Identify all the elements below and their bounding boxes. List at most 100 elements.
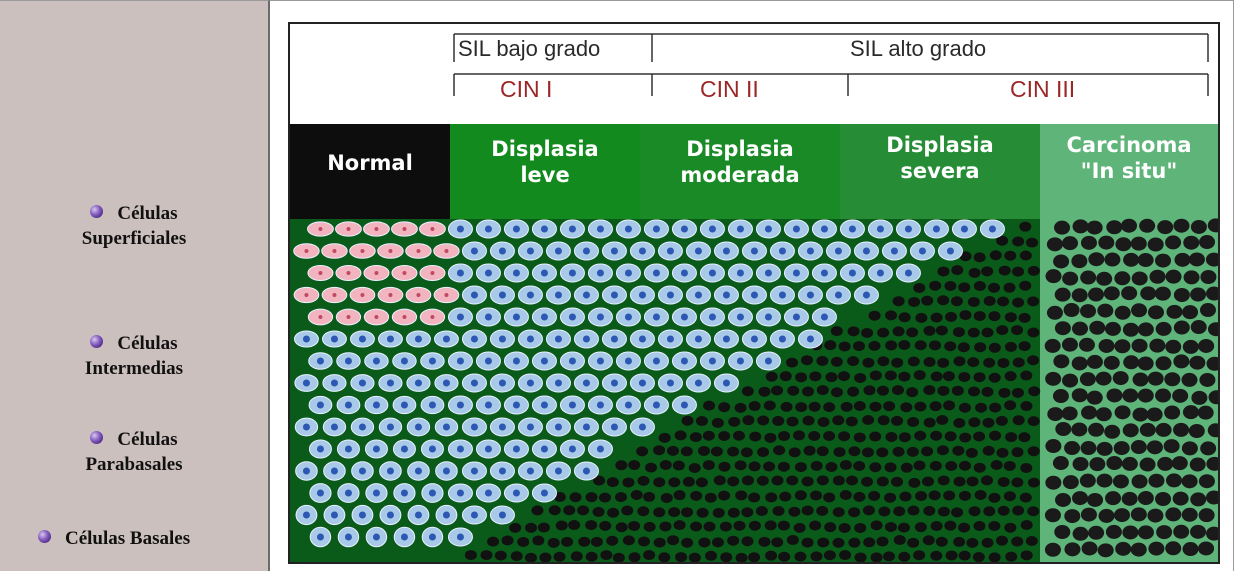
cell-nucleus: [346, 227, 350, 231]
dysplastic-cell: [945, 312, 957, 322]
dysplastic-cell: [690, 432, 702, 442]
dysplastic-cell: [517, 537, 529, 547]
carcinoma-cell: [1183, 405, 1199, 419]
legend-label-line1: Células: [117, 429, 177, 450]
dysplastic-cell: [869, 402, 881, 412]
dysplastic-cell: [786, 358, 798, 368]
cell-nucleus: [709, 270, 716, 277]
dysplastic-cell: [1012, 506, 1024, 516]
dysplastic-cell: [854, 523, 866, 533]
dysplastic-cell: [848, 507, 860, 517]
dysplastic-cell: [915, 340, 927, 350]
cell-nucleus: [457, 270, 464, 277]
dysplastic-cell: [674, 490, 686, 500]
cell-nucleus: [709, 314, 716, 321]
carcinoma-cell: [1097, 442, 1113, 456]
dysplastic-cell: [1005, 552, 1017, 562]
dysplastic-cell: [861, 477, 873, 487]
cell-nucleus: [891, 248, 898, 255]
dysplastic-cell: [855, 552, 867, 562]
dysplastic-cell: [502, 535, 514, 545]
dysplastic-cell: [868, 341, 880, 351]
diagram-graphic: [290, 24, 1218, 562]
dysplastic-cell: [893, 296, 905, 306]
dysplastic-cell: [772, 416, 784, 426]
dysplastic-cell: [981, 475, 993, 485]
dysplastic-cell: [959, 310, 971, 320]
dysplastic-cell: [771, 537, 783, 547]
cell-nucleus: [345, 358, 352, 365]
cell-nucleus: [583, 336, 590, 343]
carcinoma-cell: [1198, 339, 1214, 353]
dysplastic-cell: [954, 477, 966, 487]
dysplastic-cell: [712, 418, 724, 428]
carcinoma-cell: [1199, 508, 1215, 522]
carcinoma-cell: [1088, 288, 1104, 302]
dysplastic-cell: [795, 402, 807, 412]
carcinoma-cell: [1155, 254, 1171, 268]
dysplastic-cell: [749, 461, 761, 471]
dysplastic-cell: [1026, 536, 1038, 546]
dysplastic-cell: [923, 506, 935, 516]
dysplastic-cell: [643, 492, 655, 502]
dysplastic-cell: [968, 297, 980, 307]
dysplastic-cell: [1028, 266, 1040, 276]
carcinoma-cell: [1165, 235, 1181, 249]
dysplastic-cell: [615, 460, 627, 470]
dysplastic-cell: [788, 507, 800, 517]
carcinoma-cell: [1098, 543, 1114, 557]
carcinoma-cell: [1172, 456, 1188, 470]
cell-nucleus: [527, 336, 534, 343]
cell-nucleus: [402, 271, 406, 275]
cell-nucleus: [541, 490, 548, 497]
dysplastic-cell: [885, 340, 897, 350]
carcinoma-cell: [1096, 407, 1112, 421]
dysplastic-cell: [809, 371, 821, 381]
carcinoma-cell: [1131, 303, 1147, 317]
cell-nucleus: [877, 226, 884, 233]
dysplastic-cell: [982, 538, 994, 548]
cell-nucleus: [569, 270, 576, 277]
dysplastic-cell: [997, 358, 1009, 368]
carcinoma-cell: [1148, 542, 1164, 556]
carcinoma-cell: [1131, 543, 1147, 557]
carcinoma-cell: [1165, 340, 1181, 354]
cell-nucleus: [625, 358, 632, 365]
dysplastic-cell: [681, 538, 693, 548]
dysplastic-cell: [861, 328, 873, 338]
cell-nucleus: [430, 315, 434, 319]
carcinoma-cell: [1055, 422, 1071, 436]
dysplastic-cell: [839, 523, 851, 533]
carcinoma-cell: [1047, 407, 1063, 421]
cell-nucleus: [485, 226, 492, 233]
dysplastic-cell: [1013, 357, 1025, 367]
dysplastic-cell: [862, 447, 874, 457]
dysplastic-cell: [869, 432, 881, 442]
dysplastic-cell: [831, 387, 843, 397]
dysplastic-cell: [937, 386, 949, 396]
cell-nucleus: [597, 358, 604, 365]
dysplastic-cell: [668, 477, 680, 487]
carcinoma-cell: [1191, 220, 1207, 234]
dysplastic-cell: [568, 520, 580, 530]
dysplastic-cell: [1004, 251, 1016, 261]
carcinoma-cell: [1123, 253, 1139, 267]
carcinoma-cell: [1164, 372, 1180, 386]
cell-nucleus: [541, 314, 548, 321]
carcinoma-cell: [1105, 322, 1121, 336]
carcinoma-cell: [1190, 288, 1206, 302]
cell-nucleus: [457, 490, 464, 497]
dysplastic-cell: [690, 521, 702, 531]
cell-nucleus: [625, 314, 632, 321]
dysplastic-cell: [838, 431, 850, 441]
dysplastic-cell: [869, 311, 881, 321]
dysplastic-cell: [997, 296, 1009, 306]
dysplastic-cell: [644, 522, 656, 532]
cell-nucleus: [303, 336, 310, 343]
dysplastic-cell: [975, 490, 987, 500]
dysplastic-cell: [999, 266, 1011, 276]
dysplastic-cell: [989, 373, 1001, 383]
cell-nucleus: [667, 336, 674, 343]
dysplastic-cell: [786, 476, 798, 486]
dysplastic-cell: [966, 538, 978, 548]
